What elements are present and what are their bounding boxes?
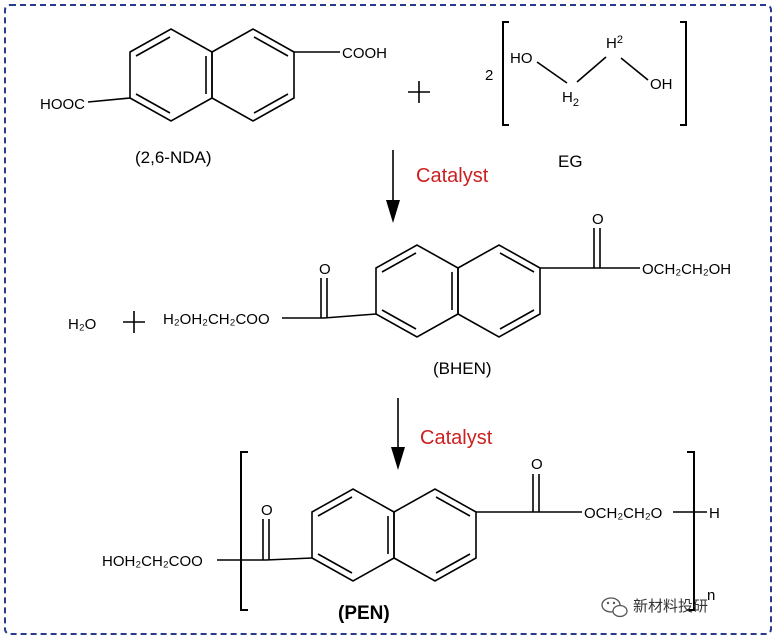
eg-bond-1 [536,61,568,84]
bhen-label: (BHEN) [433,359,492,378]
pen-carbonyl-o-right: O [531,456,543,473]
plus-sign-2 [123,311,145,333]
pen-left-end: HOH₂CH₂COO [102,553,203,570]
eg-left-bracket [502,21,509,126]
bhen-carbonyl-o-left: O [319,261,331,278]
pen-left-bracket [240,451,248,611]
plus-sign-1 [408,81,430,103]
nda-hooc-group: HOOC [40,96,85,113]
eg-label: EG [558,152,583,171]
catalyst-label-2: Catalyst [420,427,493,449]
water-byproduct: H₂O [68,316,96,333]
eg-h2-bottom: H2 [562,89,579,109]
pen-repeat-n: n [707,587,715,604]
eg-bond-3 [620,57,649,81]
nda-cooh-group: COOH [342,45,387,62]
eg-coefficient: 2 [485,67,493,84]
bhen-carbonyl-o-right: O [592,211,604,228]
naphthalene-ring-nda [87,28,340,122]
eg-right-bracket [680,21,687,126]
wechat-icon [601,597,628,618]
reaction-arrow-1 [386,150,400,223]
pen-right-bracket [687,451,695,611]
watermark-text: 新材料投研 [633,597,708,615]
naphthalene-ring-pen [217,474,707,582]
eg-h2-top: H2 [606,34,623,52]
pen-label: (PEN) [338,603,390,624]
nda-label: (2,6-NDA) [135,148,212,167]
pen-carbonyl-o-left: O [261,502,273,519]
pen-right-chain: OCH₂CH₂O [584,505,662,522]
eg-oh: OH [650,76,673,93]
catalyst-label-1: Catalyst [416,165,489,187]
bhen-right-chain: OCH₂CH₂OH [642,261,731,278]
diagram-frame [4,4,772,635]
eg-bond-2 [576,56,607,83]
reaction-arrow-2 [391,398,405,470]
naphthalene-ring-bhen [282,228,640,338]
eg-ho: HO [510,50,533,67]
bhen-left-chain: H₂OH₂CH₂COO [163,311,270,328]
pen-terminal-h: H [709,505,720,522]
